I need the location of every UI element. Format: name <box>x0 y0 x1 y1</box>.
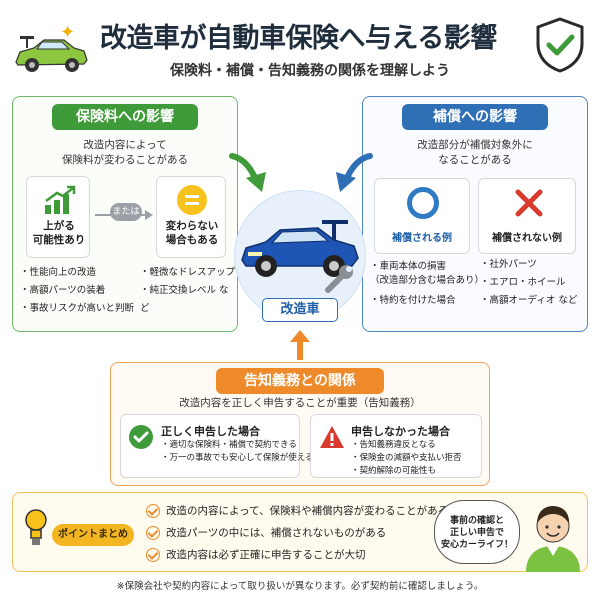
premium-up-card: 上がる 可能性あり <box>26 176 90 258</box>
cross-icon <box>515 189 543 217</box>
covered-list: ・車両本体の損害 （改造部分含む場合あり） ・特約を付けた場合 <box>370 256 485 308</box>
not-covered-list: ・社外パーツ ・エアロ・ホイール ・高額オーディオ など <box>480 256 580 310</box>
premium-up-list: ・性能向上の改造 ・高額パーツの装着 ・事故リスクが高いと判断 <box>20 264 140 318</box>
list-item: ・高額オーディオ など <box>480 295 578 306</box>
summary-badge: ポイントまとめ <box>52 524 134 546</box>
check-icon <box>129 425 153 449</box>
sparkle-icon: ✦ <box>60 22 76 43</box>
list-item: ・特約を付けた場合 <box>370 295 456 306</box>
list-item: ・純正交換レベル など <box>140 285 229 314</box>
header-car-icon <box>15 36 88 72</box>
summary-item: 改造の内容によって、保険料や補償内容が変わることがある <box>146 500 448 522</box>
coverage-description: 改造部分が補償対象外に なることがある <box>417 139 533 166</box>
not-covered-label: 補償されない例 <box>492 233 562 244</box>
undeclared-card: 申告しなかった場合 ・告知義務違反となる ・保険金の減額や支払い拒否 ・契約解除… <box>310 414 482 478</box>
check-icon <box>146 504 160 518</box>
summary-item: 改造パーツの中には、補償されないものがある <box>146 522 436 544</box>
center-label: 改造車 <box>262 298 338 322</box>
premium-description: 改造内容によって 保険料が変わることがある <box>62 139 188 166</box>
speech-bubble: 事前の確認と 正しい申告で 安心カーライフ！ <box>434 500 520 564</box>
list-item: ・事故リスクが高いと判断 <box>20 303 135 314</box>
footnote: ※保険会社や契約内容によって取り扱いが異なります。必ず契約前に確認しましょう。 <box>116 581 484 592</box>
list-item: ・万一の事故でも安心して保険が使える <box>161 453 314 463</box>
premium-same-card: 変わらない 場合もある <box>156 176 226 258</box>
list-item: ・車両本体の損害 （改造部分含む場合あり） <box>370 261 485 286</box>
page-title: 改造車が自動車保険へ与える影響 <box>100 23 497 54</box>
disclosure-heading: 告知義務との関係 <box>216 368 384 394</box>
person-icon <box>526 506 580 572</box>
speech-bubble-text: 事前の確認と 正しい申告で 安心カーライフ！ <box>440 516 513 550</box>
arrow-up-icon <box>290 330 310 360</box>
curved-arrow-icon <box>229 153 266 192</box>
summary-item: 改造内容は必ず正確に申告することが大切 <box>146 544 436 566</box>
list-item: ・軽微なドレスアップ <box>140 267 236 278</box>
declared-card: 正しく申告した場合 ・適切な保険料・補償で契約できる ・万一の事故でも安心して保… <box>120 414 314 478</box>
wrench-icon <box>325 265 353 293</box>
curved-arrow-icon <box>336 153 373 192</box>
premium-same-list: ・軽微なドレスアップ ・純正交換レベル など <box>140 264 236 318</box>
list-item: ・社外パーツ <box>480 259 537 270</box>
list-item: ・告知義務違反となる <box>351 440 436 450</box>
declared-title: 正しく申告した場合 <box>161 425 260 438</box>
check-icon <box>146 548 160 562</box>
shield-check-icon <box>536 17 584 73</box>
car-icon <box>241 220 359 277</box>
list-item: ・性能向上の改造 <box>20 267 97 278</box>
undeclared-list: ・告知義務違反となる ・保険金の減額や支払い拒否 ・契約解除の可能性も <box>351 439 462 478</box>
premium-same-label: 変わらない 場合もある <box>165 220 219 246</box>
summary-list: 改造の内容によって、保険料や補償内容が変わることがある 改造パーツの中には、補償… <box>146 500 448 566</box>
premium-up-label: 上がる 可能性あり <box>32 220 86 246</box>
circle-icon <box>407 187 439 219</box>
undeclared-title: 申告しなかった場合 <box>351 425 450 438</box>
covered-label: 補償される例 <box>392 233 452 244</box>
or-badge: または <box>110 203 142 221</box>
list-item: ・契約解除の可能性も <box>351 466 437 476</box>
page-subtitle: 保険料・補償・告知義務の関係を理解しよう <box>170 63 450 79</box>
lightbulb-icon <box>25 509 47 545</box>
declared-list: ・適切な保険料・補償で契約できる ・万一の事故でも安心して保険が使える <box>161 439 314 465</box>
premium-heading: 保険料への影響 <box>52 104 198 130</box>
list-item: ・保険金の減額や支払い拒否 <box>351 453 462 463</box>
list-item: ・適切な保険料・補償で契約できる <box>161 440 297 450</box>
check-icon <box>146 526 160 540</box>
covered-card: 補償される例 <box>374 178 470 254</box>
disclosure-description: 改造内容を正しく申告することが重要（告知義務） <box>179 397 421 409</box>
not-covered-card: 補償されない例 <box>478 178 576 254</box>
warning-icon <box>320 426 344 448</box>
list-item: ・エアロ・ホイール <box>480 277 566 288</box>
coverage-heading: 補償への影響 <box>402 104 548 130</box>
bar-chart-up-icon <box>45 185 76 214</box>
equal-icon <box>177 185 207 215</box>
list-item: ・高額パーツの装着 <box>20 285 106 296</box>
